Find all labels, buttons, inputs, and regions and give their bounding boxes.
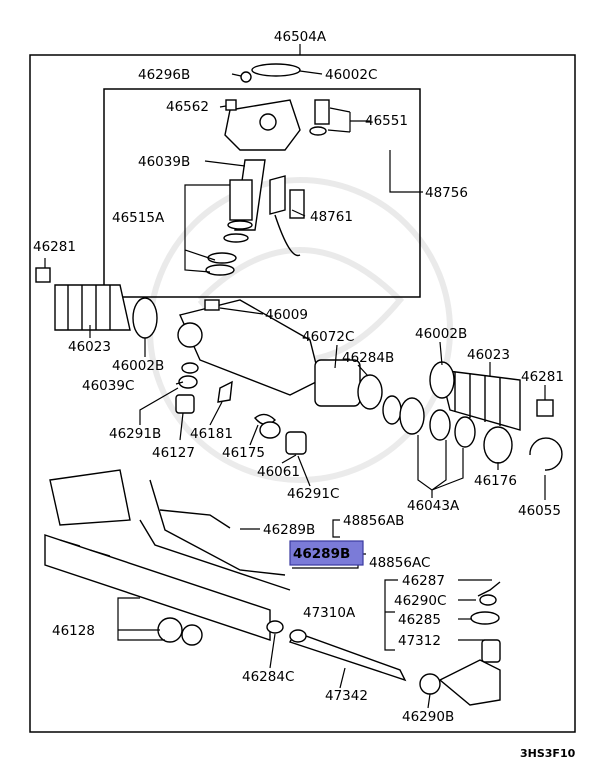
highlight-box	[289, 540, 364, 566]
part-label-48856ab: 48856AB	[343, 513, 404, 529]
part-label-46285: 46285	[398, 612, 441, 628]
part-label-46128: 46128	[52, 623, 95, 639]
part-label-46002b-right: 46002B	[415, 326, 467, 342]
part-label-46290b: 46290B	[402, 709, 454, 725]
part-label-46039c: 46039C	[82, 378, 134, 394]
part-label-48856ac: 48856AC	[369, 555, 430, 571]
part-label-46002b-left: 46002B	[112, 358, 164, 374]
assembly-number-label: 46504A	[274, 29, 327, 45]
part-label-48761: 48761	[310, 209, 353, 225]
part-label-46287: 46287	[402, 573, 445, 589]
part-label-47312: 47312	[398, 633, 441, 649]
part-label-46291b: 46291B	[109, 426, 161, 442]
part-label-46039b: 46039B	[138, 154, 190, 170]
part-label-46072c: 46072C	[302, 329, 354, 345]
assembly-frame	[29, 54, 576, 733]
part-label-46023-left: 46023	[68, 339, 111, 355]
part-label-46562: 46562	[166, 99, 209, 115]
parts-drawing	[35, 63, 563, 706]
part-label-46291c: 46291C	[287, 486, 339, 502]
part-label-47310a: 47310A	[303, 605, 356, 621]
part-label-46043a: 46043A	[407, 498, 460, 514]
part-label-46176: 46176	[474, 473, 517, 489]
part-label-46290c: 46290C	[394, 593, 446, 609]
part-label-46515a: 46515A	[112, 210, 165, 226]
part-label-46289b-highlighted[interactable]: 46289B	[293, 546, 350, 562]
leader-lines	[44, 70, 546, 709]
part-label-48756: 48756	[425, 185, 468, 201]
part-label-46023-right: 46023	[467, 347, 510, 363]
part-label-46551: 46551	[365, 113, 408, 129]
part-label-46281-left: 46281	[33, 239, 76, 255]
part-label-46284b: 46284B	[342, 350, 394, 366]
valve-subassembly-frame	[103, 88, 421, 298]
part-label-46284c: 46284C	[242, 669, 294, 685]
part-label-46061: 46061	[257, 464, 300, 480]
part-label-46127: 46127	[152, 445, 195, 461]
part-label-46289b-upper: 46289B	[263, 522, 315, 538]
part-label-46181: 46181	[190, 426, 233, 442]
part-label-46009: 46009	[265, 307, 308, 323]
diagram-code: 3HS3F10	[520, 747, 576, 760]
part-label-47342: 47342	[325, 688, 368, 704]
part-label-46055: 46055	[518, 503, 561, 519]
part-label-46175: 46175	[222, 445, 265, 461]
part-label-46296b: 46296B	[138, 67, 190, 83]
part-label-46002c: 46002C	[325, 67, 377, 83]
part-label-46281-right: 46281	[521, 369, 564, 385]
